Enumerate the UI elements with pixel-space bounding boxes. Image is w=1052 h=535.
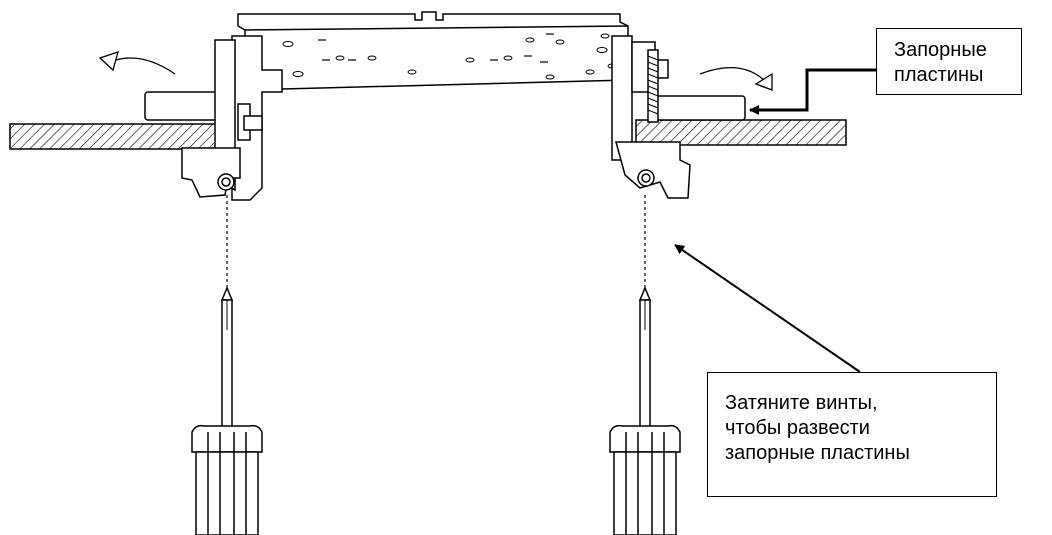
leader-arrow-screws [674, 244, 861, 373]
callout-line: запорные пластины [725, 442, 910, 464]
callout-line: Запорные [894, 39, 987, 61]
ceiling-panel-left [9, 123, 226, 150]
callout-line: чтобы развести [725, 417, 870, 439]
curved-arrow-right-icon [699, 67, 773, 91]
mounting-bracket [237, 11, 629, 91]
screwdriver-icon [609, 286, 681, 535]
callout-tighten-screws: Затяните винты, чтобы развести запорные … [707, 372, 997, 497]
left-bracket-arm [144, 35, 283, 201]
callout-line: Затяните винты, [725, 392, 878, 414]
ceiling-panel-right [635, 119, 847, 146]
screwdriver-icon [191, 286, 263, 535]
leader-arrow-plates [749, 68, 876, 115]
callout-locking-plates: Запорные пластины [876, 28, 1022, 95]
curved-arrow-left-icon [98, 50, 176, 75]
callout-line: пластины [894, 64, 984, 86]
right-bracket-arm [611, 35, 746, 199]
